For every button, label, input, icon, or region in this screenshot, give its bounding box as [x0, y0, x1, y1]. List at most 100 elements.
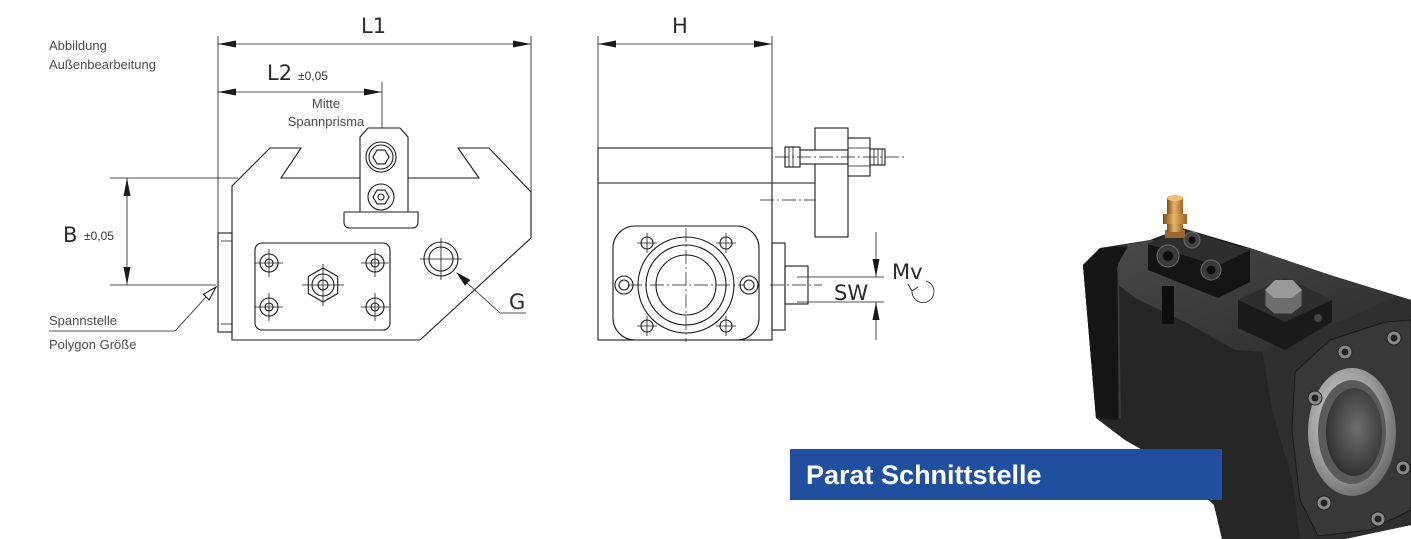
l2-tolerance: ±0,05 [298, 69, 328, 83]
flange-bolt-left [614, 275, 634, 295]
clamp-screw-bottom-hex [372, 189, 390, 205]
bolt-socket [1399, 464, 1407, 472]
torque-rotation-arrowhead [907, 283, 919, 292]
brass-fitting-base [1165, 230, 1185, 238]
interface-strip [217, 232, 233, 333]
hole-crosshair [255, 293, 283, 321]
bolt-hole [743, 279, 755, 291]
polygon-shank [784, 265, 809, 305]
l2-arrow-right [364, 88, 382, 96]
bolt-crosshair [637, 316, 657, 336]
flange-bolt-bottom-right [716, 316, 736, 336]
plate-hole-bottom-left [255, 293, 283, 321]
torque-label: Mv [892, 260, 923, 284]
block-jaw-left [1083, 246, 1128, 420]
block-front-face [1083, 250, 1300, 539]
interface-strip-marks [221, 240, 232, 325]
b-arrow-bottom [123, 267, 131, 285]
center-label-line-1: Mitte [312, 96, 340, 111]
clamp-screw-bottom-head [367, 183, 395, 211]
plate-hole-bottom-right [361, 293, 389, 321]
plate-hole-top-right [361, 249, 389, 277]
bolt-hole [618, 279, 630, 291]
flange-bolt-top-left [637, 233, 657, 253]
hole-crosshair [255, 249, 283, 277]
bolt-crosshair [637, 233, 657, 253]
photo-plate-screw [1314, 314, 1322, 322]
front-view-drawing: H [597, 14, 935, 342]
center-label-line-2: Spannprisma [288, 114, 365, 129]
thread-leader-diagonal [465, 281, 501, 314]
torque-rotation-icon [911, 280, 935, 303]
l2-label: L2 [267, 61, 292, 85]
flange-bore-hole [1326, 388, 1382, 476]
photo-clamp-screw-1-socket [1163, 251, 1173, 261]
product-photo [1083, 195, 1411, 539]
bolt-hole-outer [739, 275, 759, 295]
front-clamp-block [814, 127, 849, 238]
bolt-socket [1374, 515, 1382, 523]
bolt-hole-outer [614, 275, 634, 295]
flange-bolt-bottom-left [637, 316, 657, 336]
mounting-plate [254, 242, 391, 331]
interface-leader-arrow [202, 285, 218, 301]
bolt-socket [1311, 394, 1319, 402]
sw-label: SW [834, 281, 868, 305]
bolt-crosshair [716, 316, 736, 336]
hole-crosshair [361, 293, 389, 321]
clamp-nut-faces [848, 147, 870, 167]
thread-port [420, 238, 462, 280]
flange-photo-bolts [1307, 330, 1411, 527]
h-arrow-left [598, 40, 616, 48]
photo-clamp-vertical-screw [1162, 286, 1174, 324]
bolt-socket [1341, 348, 1349, 356]
side-view-drawing: L1 L2 ±0,05 Mitte Spannprisma B ±0,05 [49, 14, 532, 352]
photo-clamp-screw-3-socket [1188, 236, 1196, 244]
clamp-screw-top-head [365, 141, 397, 173]
photo-clamp-screw-2-socket [1206, 265, 1216, 275]
plate-center-nut [302, 264, 344, 306]
brass-fitting-nut [1163, 214, 1187, 224]
nut-crosshair [302, 264, 344, 306]
b-label: B [63, 223, 77, 247]
bolt-socket [1320, 499, 1328, 507]
b-arrow-top [123, 178, 131, 196]
sw-arrow-bottom [872, 302, 880, 320]
bolt-socket [1390, 334, 1398, 342]
l2-arrow-left [218, 88, 236, 96]
clamp-screw-top-ring [368, 144, 394, 170]
caption-line-1: Abbildung [49, 38, 107, 53]
thread-port-crosshair [420, 238, 462, 280]
brass-fitting-top [1167, 195, 1183, 201]
b-tolerance: ±0,05 [84, 229, 114, 243]
holder-body-outline [231, 147, 532, 341]
title-banner: Parat Schnittstelle [790, 449, 1222, 500]
photo-hex-nut-top [1265, 280, 1302, 298]
interface-leader-diagonal [174, 296, 207, 332]
flange-bolt-right [739, 275, 759, 295]
plate-hole-top-left [255, 249, 283, 277]
block-jaw-edge [1117, 265, 1121, 419]
thread-leader-arrow [456, 272, 471, 286]
caption-line-2: Außenbearbeitung [49, 57, 156, 72]
clamp-screw-bottom [367, 183, 395, 211]
title-banner-text: Parat Schnittstelle [806, 460, 1042, 490]
h-label: H [672, 14, 688, 38]
clamp-screw-bottom-center [377, 193, 385, 201]
clamp-plate [359, 127, 409, 213]
front-body-outline [597, 147, 773, 341]
clamp-screw-top-hex [372, 149, 390, 165]
interface-label-line-2: Polygon Größe [49, 337, 136, 352]
title-banner-background [790, 449, 1222, 500]
front-interface-strip [771, 242, 786, 331]
interface-label-line-1: Spannstelle [49, 313, 117, 328]
h-arrow-right [754, 40, 772, 48]
l1-label: L1 [361, 14, 386, 38]
thread-label: G [509, 290, 525, 314]
hole-crosshair [361, 249, 389, 277]
flange-bolt-top-right [716, 233, 736, 253]
clamp-base [343, 211, 419, 229]
clamp-screw-top [365, 141, 397, 173]
sw-arrow-top [872, 259, 880, 277]
